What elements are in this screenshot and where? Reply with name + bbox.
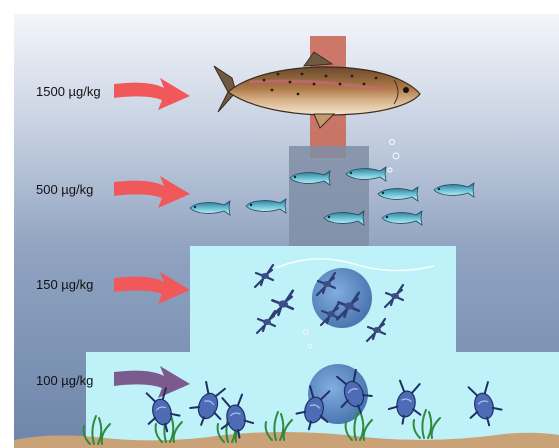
arrow-150	[114, 272, 190, 304]
magnifier-zooplankton	[312, 268, 372, 328]
pillar-middle	[289, 146, 369, 246]
level-label-150: 150 µg/kg	[36, 277, 93, 292]
biomagnification-illustration	[14, 14, 559, 448]
level-label-1500: 1500 µg/kg	[36, 84, 101, 99]
level-label-100: 100 µg/kg	[36, 373, 93, 388]
arrow-1500	[114, 78, 190, 110]
arrow-500	[114, 176, 190, 208]
water-scene: 1500 µg/kg 500 µg/kg 150 µg/kg 100 µg/kg	[14, 14, 559, 448]
level-label-500: 500 µg/kg	[36, 182, 93, 197]
trout-illustration	[214, 52, 420, 128]
